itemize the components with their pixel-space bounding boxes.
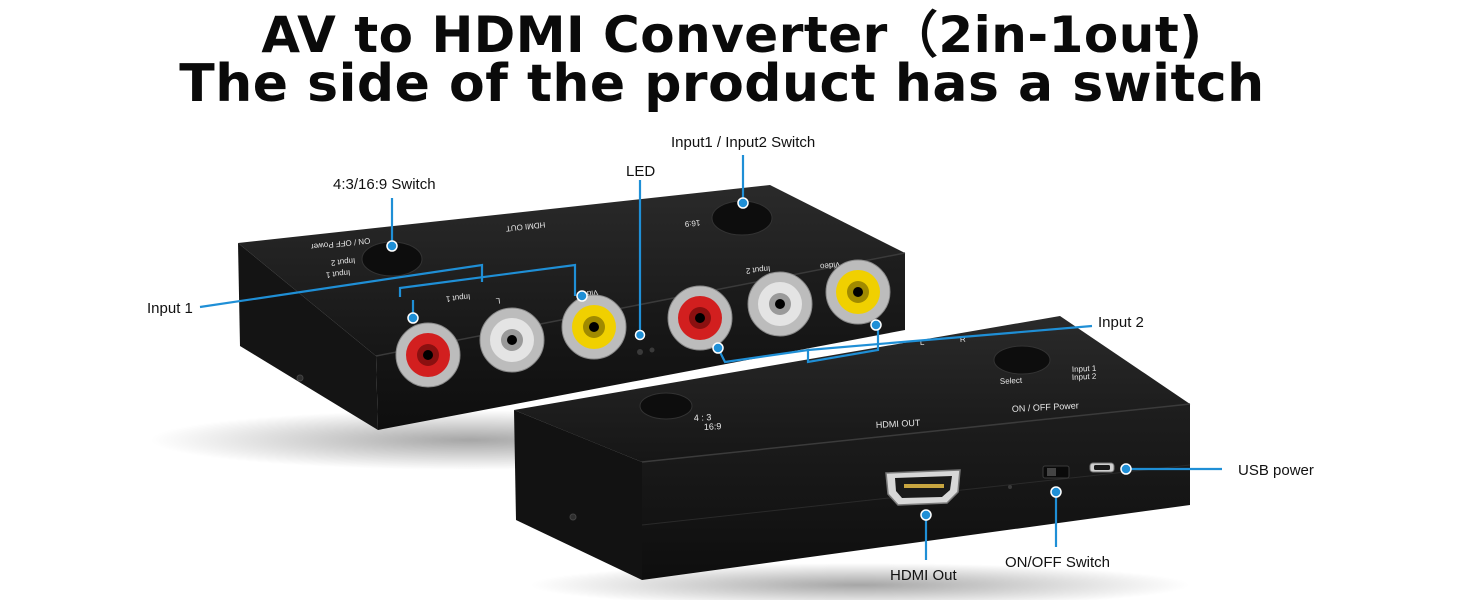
rca-red-jack-1[interactable] — [395, 322, 461, 388]
back-print-input1-b: Input 1 — [445, 292, 471, 304]
front-device: HDMI OUT ON / OFF Power 4 : 3 16:9 Selec… — [514, 316, 1191, 580]
callout-input1: Input 1 — [147, 300, 193, 317]
back-print-l: L — [495, 296, 501, 305]
rca-white-jack-2[interactable] — [747, 271, 813, 337]
hdmi-port[interactable] — [885, 469, 961, 506]
front-print-l: L — [920, 338, 925, 347]
front-print-hdmi-out: HDMI OUT — [876, 418, 921, 430]
back-print-hdmi-out: HDMI OUT — [505, 220, 545, 233]
headline-line-2: The side of the product has a switch — [179, 54, 1265, 114]
front-print-input2: Input 2 — [1072, 372, 1097, 382]
callout-aspect-switch: 4:3/16:9 Switch — [333, 176, 436, 193]
callout-hdmi-out: HDMI Out — [890, 567, 957, 584]
front-device-left-side — [514, 410, 642, 580]
front-print-select: Select — [1000, 376, 1023, 386]
led-indicator — [637, 349, 643, 355]
front-aspect-switch-button[interactable] — [639, 392, 693, 420]
front-print-43: 4 : 3 — [694, 412, 712, 423]
screw-icon — [569, 513, 577, 521]
callout-input-switch: Input1 / Input2 Switch — [671, 134, 816, 151]
rca-yellow-jack-1[interactable] — [561, 294, 627, 360]
front-print-169: 16:9 — [704, 421, 722, 432]
rca-white-jack-1[interactable] — [479, 307, 545, 373]
callout-usb-power: USB power — [1238, 462, 1314, 479]
rca-red-jack-2[interactable] — [667, 285, 733, 351]
back-print-video-2: Video — [819, 260, 841, 271]
rca-yellow-jack-2[interactable] — [825, 259, 891, 325]
back-device: ON / OFF Power HDMI OUT Input 2 Input 1 … — [238, 185, 906, 430]
front-input-switch-button[interactable] — [993, 345, 1051, 375]
headline-line-1: AV to HDMI Converter（2in-1out) — [261, 6, 1203, 64]
front-print-input1: Input 1 — [1072, 364, 1097, 374]
callout-lines — [199, 155, 1222, 560]
callout-input2: Input 2 — [1098, 314, 1144, 331]
back-print-input2: Input 2 — [330, 256, 356, 268]
led-indicator-2 — [649, 347, 655, 353]
screw-icon — [296, 374, 304, 382]
front-print-r: R — [960, 335, 966, 344]
onoff-slide-knob[interactable] — [1047, 468, 1056, 476]
back-device-left-side — [238, 243, 378, 430]
back-print-video: Video — [577, 288, 599, 299]
back-print-169: 16:9 — [684, 218, 701, 229]
front-print-on-off-power: ON / OFF Power — [1012, 401, 1079, 414]
back-print-input2-b: Input 2 — [745, 264, 771, 276]
pinhole-icon — [1008, 485, 1012, 489]
callout-led: LED — [626, 163, 656, 180]
callout-dots — [386, 197, 1132, 521]
back-print-input1: Input 1 — [325, 268, 351, 280]
callout-onoff-switch: ON/OFF Switch — [1005, 554, 1111, 571]
